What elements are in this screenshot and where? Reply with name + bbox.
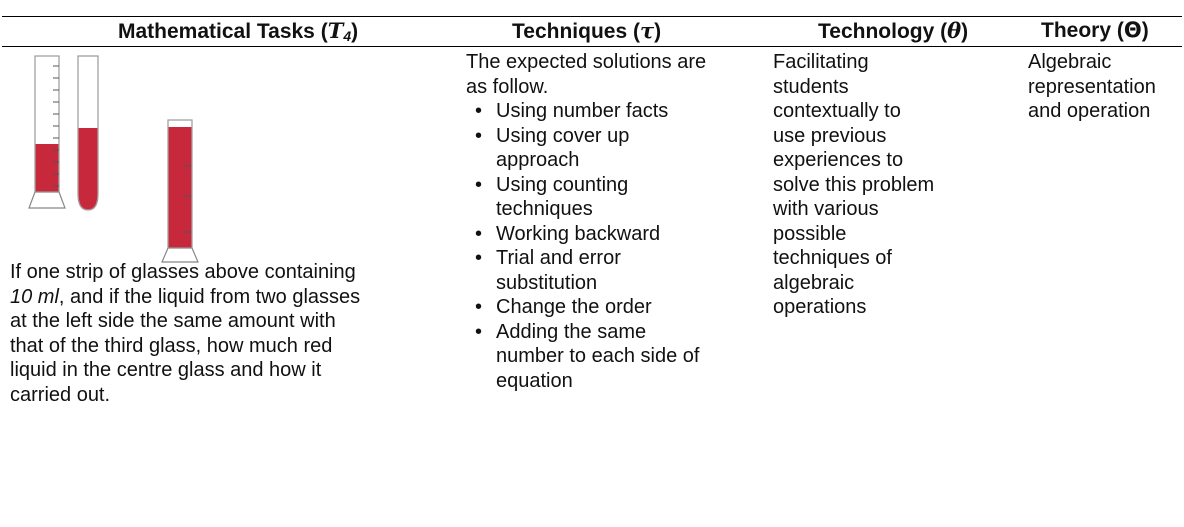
technology-line: possible bbox=[773, 222, 847, 245]
technology-line: use previous bbox=[773, 124, 887, 147]
header-mathematical-tasks: Mathematical Tasks (T4) bbox=[118, 18, 359, 44]
techniques-intro: The expected solutions are bbox=[466, 51, 707, 73]
technology-line: algebraic bbox=[773, 271, 855, 294]
task-line: that of the third glass, how much red bbox=[10, 334, 333, 357]
technology-line: experiences to bbox=[773, 149, 904, 171]
task-description: If one strip of glasses above containing… bbox=[10, 260, 450, 407]
measuring-cylinders-figure bbox=[18, 52, 208, 264]
technology-line: operations bbox=[773, 296, 867, 318]
header-techniques: Techniques (τ) bbox=[512, 18, 662, 43]
theory-line: representation bbox=[1028, 75, 1156, 98]
technique-item: Working backward bbox=[466, 222, 796, 247]
task-volume-value: 10 ml bbox=[10, 285, 59, 308]
task-line: If one strip of glasses above containing bbox=[10, 261, 356, 283]
technology-line: Facilitating bbox=[773, 51, 869, 73]
technique-item: Change the order bbox=[466, 295, 796, 320]
techniques-cell: The expected solutions are as follow. Us… bbox=[466, 50, 796, 393]
measuring-cylinders-illustration bbox=[28, 55, 199, 263]
techniques-list: Using number facts Using cover upapproac… bbox=[466, 99, 796, 393]
task-line: 10 ml, and if the liquid from two glasse… bbox=[10, 285, 361, 308]
technology-line: techniques of bbox=[773, 247, 892, 269]
task-line: carried out. bbox=[10, 383, 111, 406]
techniques-intro: as follow. bbox=[466, 75, 549, 98]
theory-line: and operation bbox=[1028, 100, 1151, 122]
header-theory: Theory (Θ) bbox=[1041, 18, 1149, 42]
left-cylinder bbox=[28, 55, 66, 209]
header-technology: Technology (θ) bbox=[818, 18, 969, 43]
technique-item: Using number facts bbox=[466, 99, 796, 124]
technology-line: with various bbox=[773, 198, 879, 220]
right-cylinder bbox=[161, 119, 199, 263]
table-header-rule bbox=[2, 46, 1182, 47]
table-top-rule bbox=[2, 16, 1182, 17]
technology-cell: Facilitating students contextually to us… bbox=[773, 50, 1013, 320]
task-line: liquid in the centre glass and how it bbox=[10, 359, 322, 381]
task-line: at the left side the same amount with bbox=[10, 310, 336, 332]
theory-cell: Algebraic representation and operation bbox=[1028, 50, 1182, 124]
theory-line: Algebraic bbox=[1028, 51, 1112, 73]
centre-test-tube bbox=[77, 55, 99, 211]
technology-line: contextually to bbox=[773, 100, 901, 122]
technology-line: solve this problem bbox=[773, 173, 935, 196]
technology-line: students bbox=[773, 75, 849, 98]
